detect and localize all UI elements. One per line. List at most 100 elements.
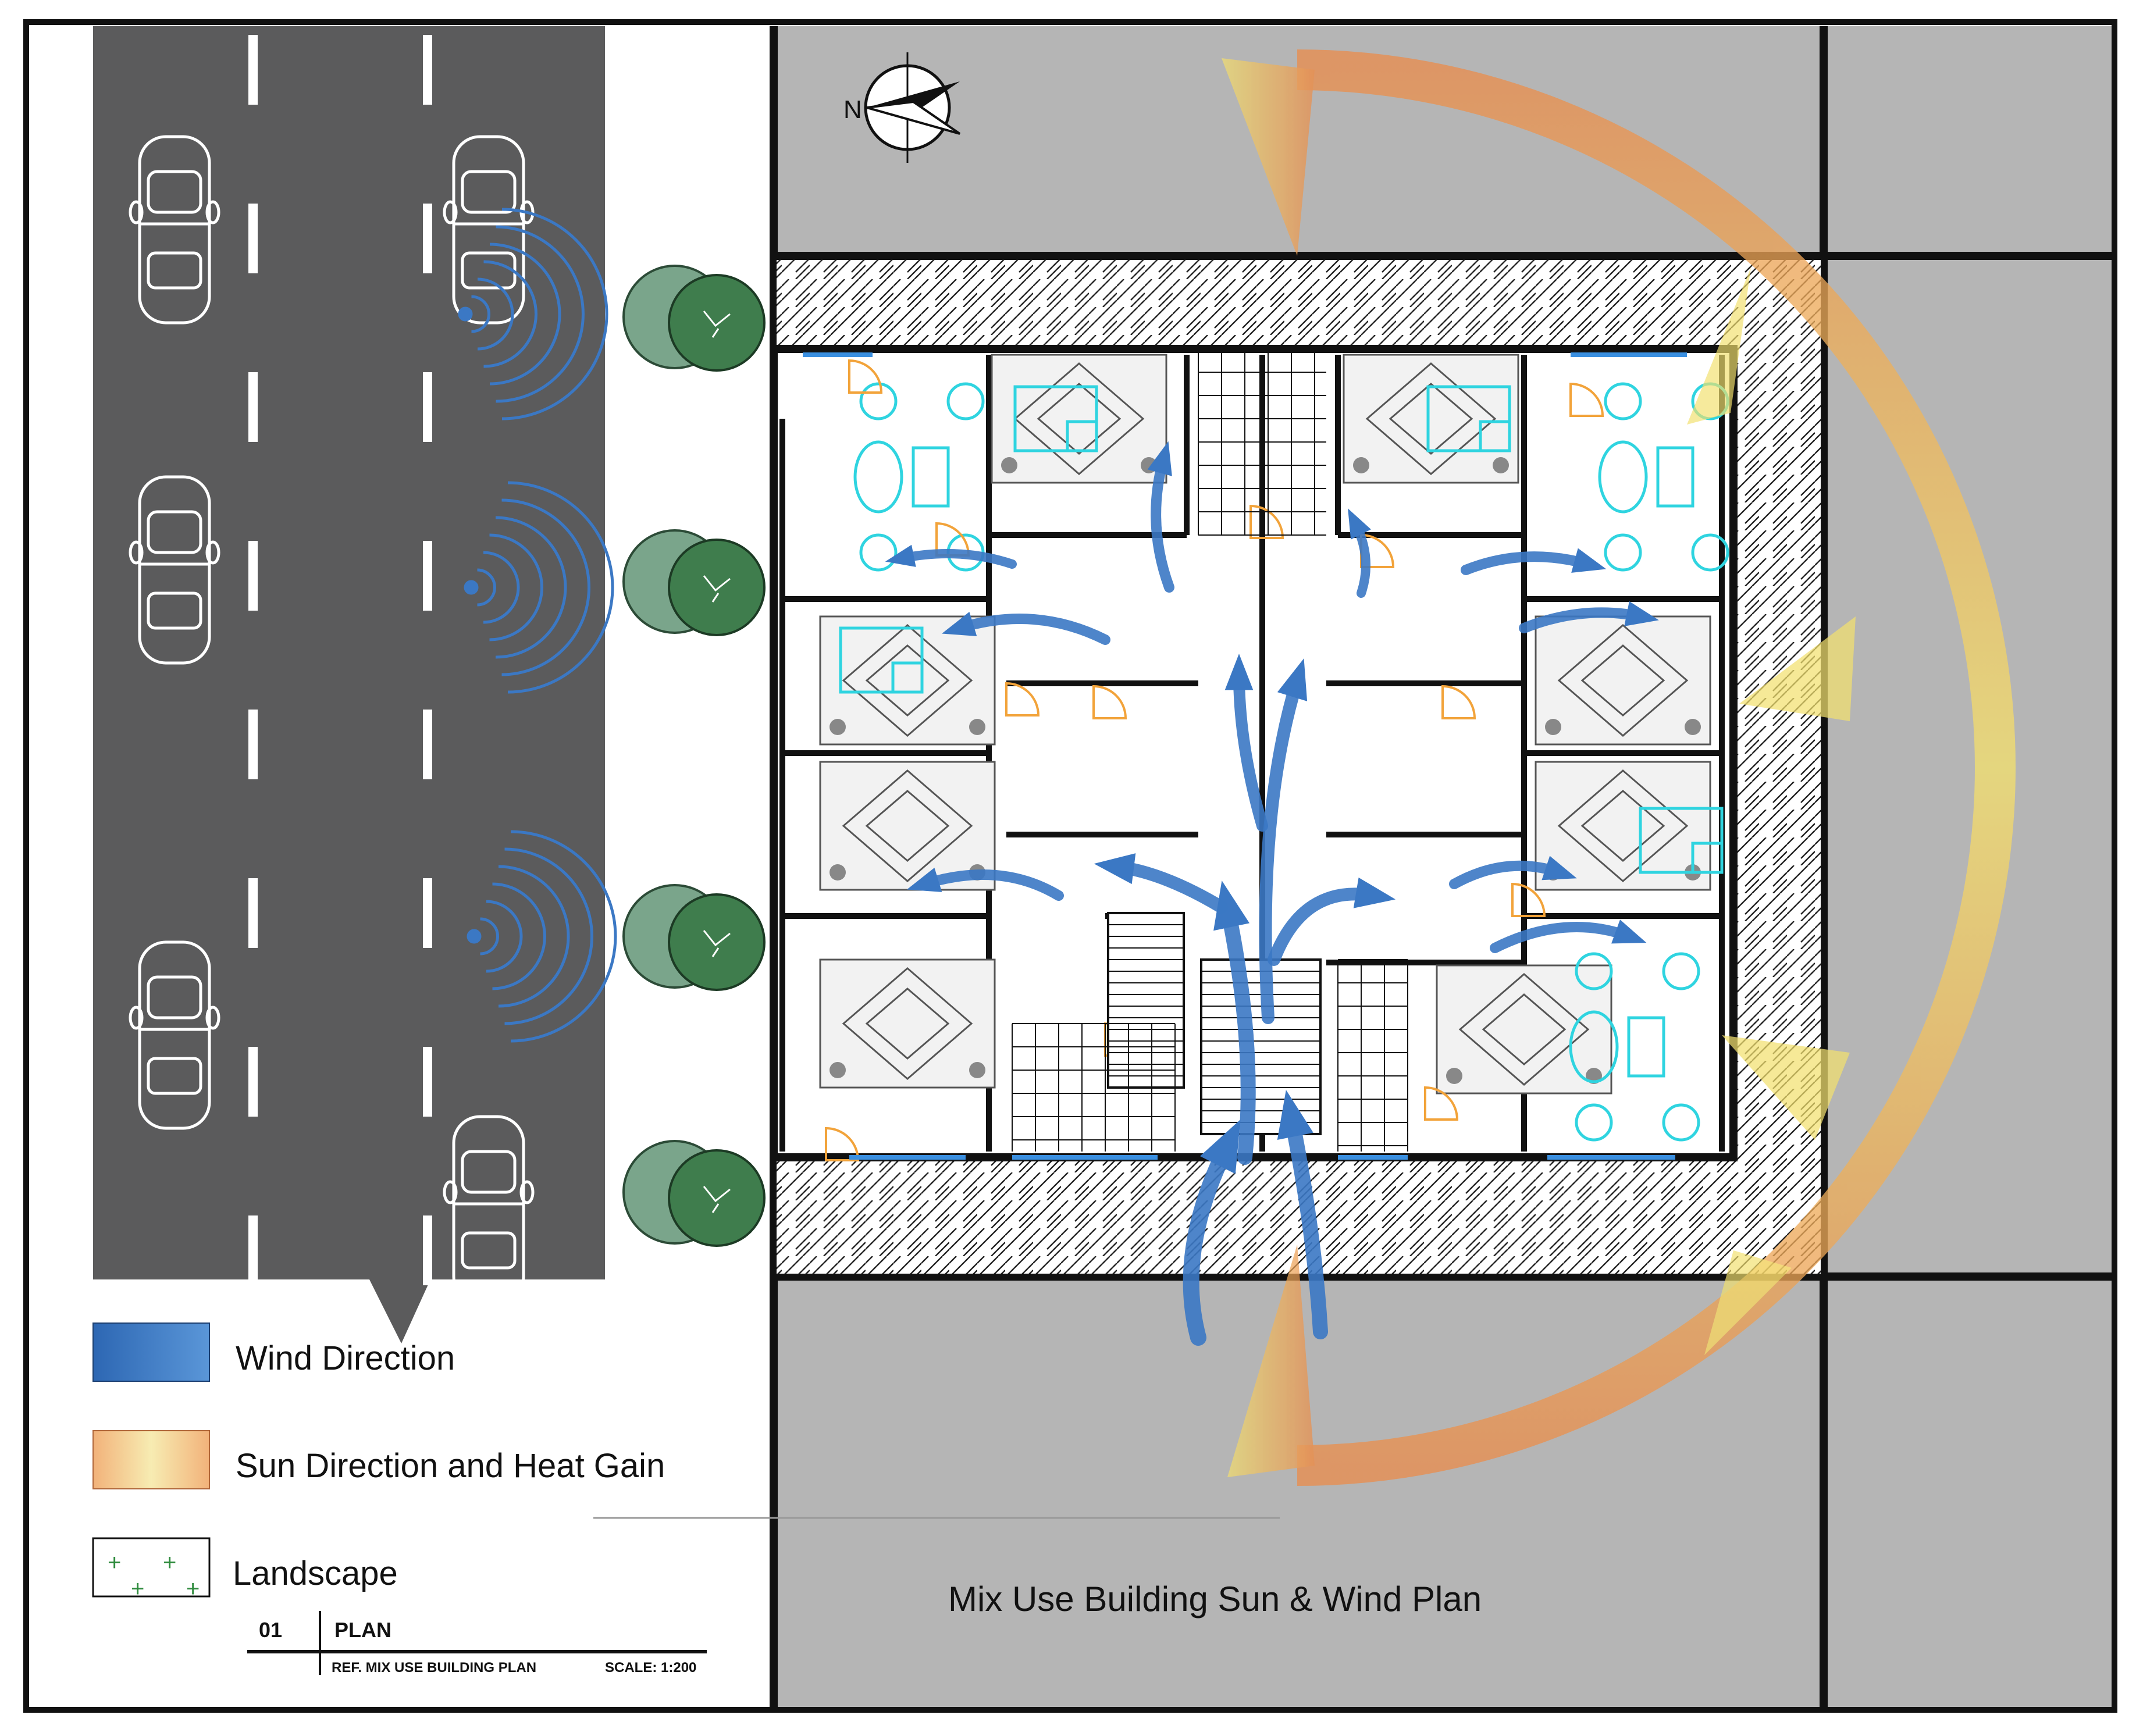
wind-arrow xyxy=(1449,855,1577,889)
svg-text:+: + xyxy=(108,1550,121,1575)
parcel-right-bottom xyxy=(1827,1279,2112,1707)
sidewalk-strip xyxy=(605,26,774,1279)
noise-wave xyxy=(458,208,608,420)
wind-arrow xyxy=(1213,881,1256,1165)
drawing-number: 01 xyxy=(259,1618,282,1642)
bed xyxy=(1639,807,1724,874)
wind-arrow xyxy=(1224,654,1268,832)
sun-ray-1 xyxy=(1687,268,1751,425)
lane-mark xyxy=(423,1047,432,1117)
north-label: N xyxy=(843,95,862,124)
parcel-right-top xyxy=(1827,26,2112,256)
road-surface xyxy=(93,26,605,1343)
bedroom-rug xyxy=(1343,354,1519,484)
drawing-reference: REF. MIX USE BUILDING PLAN xyxy=(332,1660,536,1676)
door-swing xyxy=(1441,685,1476,719)
door-swing xyxy=(848,359,883,394)
wind-arrow xyxy=(1490,919,1647,953)
wind-arrow xyxy=(1461,548,1607,575)
car xyxy=(443,1115,535,1304)
sun-ray-top xyxy=(1222,58,1315,256)
svg-text:+: + xyxy=(131,1576,144,1602)
bedroom-rug xyxy=(1535,615,1711,746)
tree xyxy=(622,884,766,991)
legend: Wind Direction Sun Direction and Heat Ga… xyxy=(92,1323,665,1602)
bedroom-rug xyxy=(1436,964,1612,1095)
wind-arrow xyxy=(1519,601,1659,633)
bedroom-rug xyxy=(819,761,996,891)
lane-mark xyxy=(423,1215,432,1285)
bedroom-rug xyxy=(991,354,1167,484)
lane-mark xyxy=(423,541,432,611)
tree xyxy=(622,529,766,636)
drawing-scale: SCALE: 1:200 xyxy=(605,1660,696,1676)
wind-arrow xyxy=(942,612,1110,645)
wind-arrow xyxy=(1147,441,1174,593)
wind-arrow xyxy=(1259,658,1308,1024)
lane-markings xyxy=(248,35,432,1285)
bedroom-rug xyxy=(819,615,996,746)
legend-swatch-landscape xyxy=(92,1537,211,1598)
car xyxy=(129,940,220,1130)
legend-label-wind: Wind Direction xyxy=(236,1339,455,1377)
drawing-name: PLAN xyxy=(334,1618,391,1642)
road xyxy=(93,26,605,1343)
lane-mark xyxy=(423,710,432,779)
building-plan xyxy=(770,345,1738,1161)
staircase xyxy=(1107,912,1185,1089)
lane-mark xyxy=(248,35,258,105)
sun-ray-2 xyxy=(1739,616,1856,721)
lane-mark xyxy=(423,372,432,442)
bedroom-rug xyxy=(819,958,996,1089)
tiled-bathroom xyxy=(1337,959,1408,1152)
sun-ray-4 xyxy=(1704,1250,1792,1355)
lane-mark xyxy=(248,1047,258,1117)
door-swing xyxy=(1511,882,1546,917)
parcel-right xyxy=(1827,259,2112,1277)
lane-mark xyxy=(248,204,258,273)
lane-mark xyxy=(248,878,258,948)
sun-path-arc xyxy=(1222,49,2016,1486)
bed xyxy=(1013,385,1098,452)
wind-arrow xyxy=(1094,853,1228,914)
wind-arrow xyxy=(907,868,1064,901)
bed xyxy=(839,626,924,694)
figure-title: Mix Use Building Sun & Wind Plan xyxy=(948,1580,1482,1619)
lane-mark xyxy=(423,35,432,105)
wind-arrows xyxy=(885,441,1659,1346)
noise-wave xyxy=(464,481,614,694)
lane-mark xyxy=(248,1215,258,1285)
legend-label-landscape: Landscape xyxy=(233,1555,398,1592)
bed xyxy=(1426,385,1511,452)
sun-ray-bottom xyxy=(1227,1245,1315,1477)
wind-arrow xyxy=(1183,1119,1241,1346)
door-swing xyxy=(1569,382,1604,417)
svg-text:+: + xyxy=(186,1576,200,1602)
noise-waves xyxy=(458,208,617,1043)
door-swing xyxy=(1360,533,1395,568)
lane-mark xyxy=(423,204,432,273)
living-room-set xyxy=(1569,952,1700,1142)
door-swing xyxy=(1005,682,1040,716)
door-swing xyxy=(1249,504,1284,539)
legend-swatch-sun xyxy=(92,1430,210,1489)
legend-swatch-wind xyxy=(92,1323,210,1382)
door-swing xyxy=(1424,1086,1459,1121)
wind-arrow xyxy=(1277,1090,1328,1339)
car xyxy=(129,135,220,325)
legend-label-sun: Sun Direction and Heat Gain xyxy=(236,1447,665,1485)
north-arrow: N xyxy=(843,52,961,163)
tiled-bathroom xyxy=(1198,348,1326,536)
landscape-trees xyxy=(622,265,766,1247)
car xyxy=(129,475,220,665)
svg-text:+: + xyxy=(163,1550,176,1575)
tree xyxy=(622,1140,766,1247)
door-swing xyxy=(825,1127,860,1161)
tiled-bathroom xyxy=(1012,1023,1176,1152)
lane-mark xyxy=(423,878,432,948)
apartment-rooms xyxy=(779,354,1725,1152)
wind-arrow xyxy=(1268,877,1396,966)
lane-mark xyxy=(248,541,258,611)
lane-mark xyxy=(248,710,258,779)
